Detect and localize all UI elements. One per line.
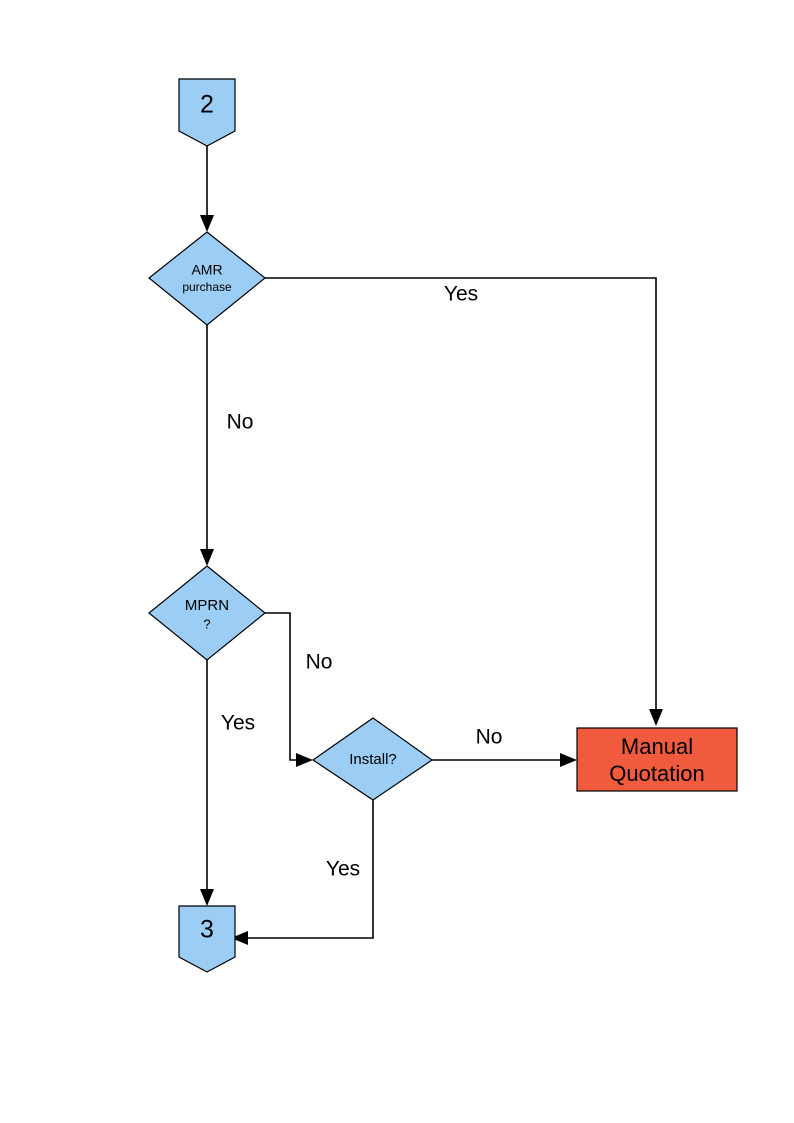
arrow-head-into-mprn xyxy=(200,549,214,566)
node-end-ref[interactable]: 3 xyxy=(178,905,236,973)
arrow-head-install-yes-into-end-ref xyxy=(231,931,248,945)
arrow-head-install-no-into-manual-quotation xyxy=(560,753,577,767)
manual-quotation-label-line2: Quotation xyxy=(609,761,704,786)
install-decision-label: Install? xyxy=(349,751,397,768)
edge-amr-yes xyxy=(265,277,663,726)
arrow-head-amr-yes-into-manual-quotation xyxy=(649,709,663,726)
edge-mprn-no xyxy=(265,612,313,767)
edge-label-mprn-yes: Yes xyxy=(221,712,255,735)
edge-install-yes xyxy=(231,800,374,945)
install-decision-shape[interactable] xyxy=(311,717,434,801)
end-ref-shape[interactable] xyxy=(178,905,236,973)
edge-label-amr-no: No xyxy=(227,411,254,434)
amr-decision-label-line1: AMR xyxy=(191,262,222,278)
mprn-decision-shape[interactable] xyxy=(148,565,266,661)
edge-label-mprn-no: No xyxy=(306,651,333,674)
edge-label-install-no: No xyxy=(476,726,503,749)
edge-line-mprn-no xyxy=(265,612,302,761)
node-mprn-decision[interactable]: MPRN ? xyxy=(148,565,266,661)
edge-line-install-yes xyxy=(243,800,374,939)
start-ref-shape[interactable] xyxy=(178,78,236,147)
edge-label-install-yes: Yes xyxy=(326,858,360,881)
arrow-head-mprn-yes-into-end-ref xyxy=(200,889,214,906)
edge-mprn-yes xyxy=(200,660,214,906)
edge-label-amr-yes: Yes xyxy=(444,283,478,306)
mprn-decision-label-line2: ? xyxy=(203,616,210,631)
node-install-decision[interactable]: Install? xyxy=(311,717,434,801)
node-amr-decision[interactable]: AMR purchase xyxy=(148,231,266,326)
manual-quotation-label-line1: Manual xyxy=(621,734,693,759)
end-ref-label: 3 xyxy=(200,916,214,944)
amr-decision-shape[interactable] xyxy=(148,231,266,326)
arrow-head-into-amr xyxy=(200,215,214,232)
node-start-ref[interactable]: 2 xyxy=(178,78,236,147)
manual-quotation-shape[interactable] xyxy=(576,727,738,792)
amr-decision-label-line2: purchase xyxy=(182,280,232,294)
node-manual-quotation[interactable]: Manual Quotation xyxy=(576,727,738,792)
mprn-decision-label-line1: MPRN xyxy=(185,597,229,614)
start-ref-label: 2 xyxy=(200,91,214,119)
arrow-head-mprn-no-into-install xyxy=(296,753,313,767)
edge-start-to-amr xyxy=(200,146,214,232)
edge-line-amr-yes xyxy=(265,277,657,712)
edge-install-no xyxy=(432,753,577,767)
edge-amr-no xyxy=(200,325,214,566)
